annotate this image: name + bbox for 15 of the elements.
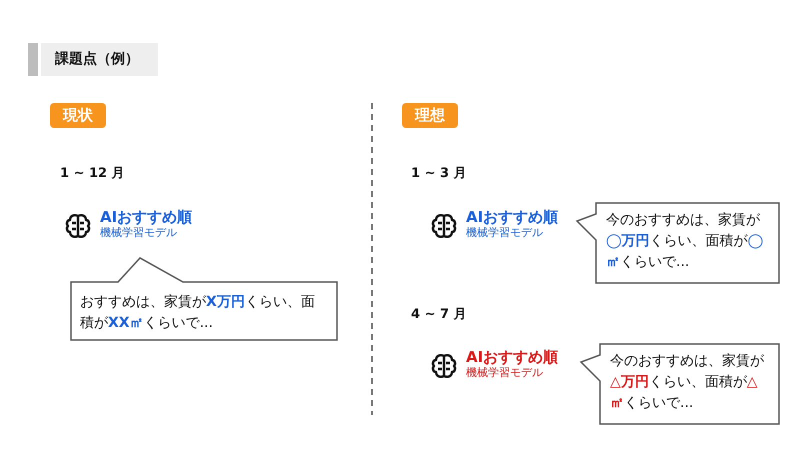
speech-bubble: 今のおすすめは、家賃が◯万円くらい、面積が◯㎡くらいで... [576, 202, 780, 284]
speech-bubble: 今のおすすめは、家賃が△万円くらい、面積が△㎡くらいで... [580, 343, 780, 425]
model-type: 機械学習モデル [466, 226, 544, 240]
period-label: 1 ~ 3 月 [411, 165, 467, 182]
model-name: AIおすすめ順 [466, 348, 558, 366]
model-type: 機械学習モデル [466, 366, 544, 380]
model-name: AIおすすめ順 [100, 208, 192, 226]
speech-bubble: おすすめは、家賃がX万円くらい、面積がXX㎡くらいで... [70, 257, 338, 341]
model-name: AIおすすめ順 [466, 208, 558, 226]
period-label: 4 ~ 7 月 [411, 306, 467, 323]
label-badge: 現状 [50, 103, 106, 128]
heading-band: 課題点（例） [41, 43, 158, 76]
model-type: 機械学習モデル [100, 226, 178, 240]
label-badge: 理想 [402, 103, 458, 128]
period-label: 1 ~ 12 月 [60, 165, 125, 182]
